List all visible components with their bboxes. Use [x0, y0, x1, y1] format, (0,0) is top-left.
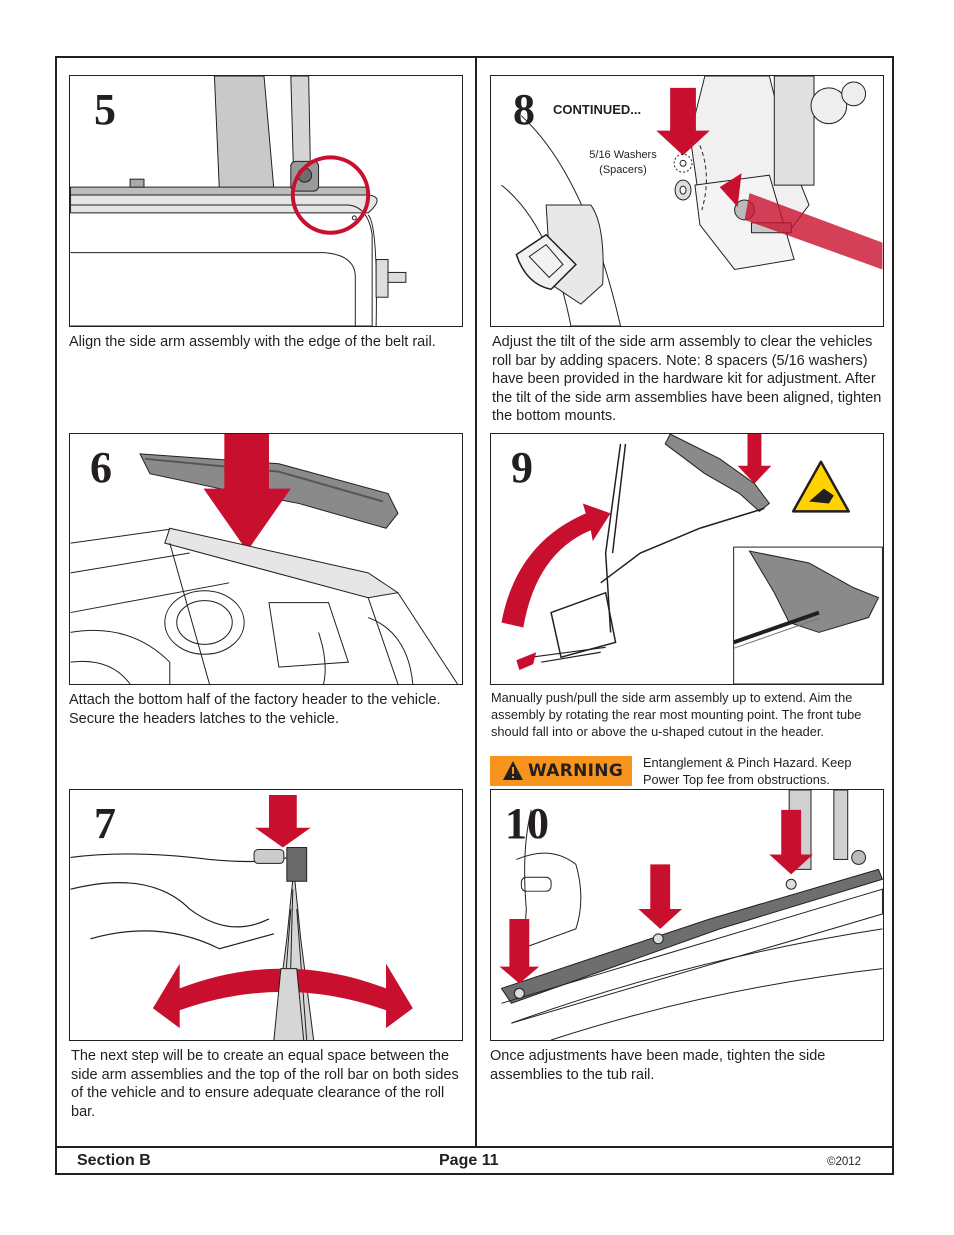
step-10-illustration: 10: [490, 789, 884, 1041]
warning-text: Entanglement & Pinch Hazard. Keep Power …: [643, 755, 852, 787]
footer-divider: [55, 1146, 894, 1148]
continued-label: CONTINUED...: [553, 102, 642, 117]
step-number: 5: [94, 85, 116, 134]
page-number: Page 11: [439, 1152, 499, 1169]
step-10-caption: Once adjustments have been made, tighten…: [490, 1048, 826, 1083]
step-number: 10: [505, 799, 549, 848]
step-7-illustration: 7: [69, 789, 463, 1041]
column-divider: [475, 56, 477, 1148]
step-7-caption: The next step will be to create an equal…: [71, 1048, 459, 1120]
step-number: 7: [94, 799, 116, 848]
step-number: 9: [511, 443, 533, 492]
copyright: ©2012: [827, 1156, 862, 1168]
roll-bar-clearance-drawing: [70, 794, 413, 1040]
page-frame: [55, 56, 894, 1175]
spacers-label: (Spacers): [599, 164, 647, 176]
header-install-drawing: [70, 434, 458, 684]
step-number: 6: [90, 443, 112, 492]
step-9-illustration: 9: [490, 433, 884, 685]
belt-rail-drawing: [70, 76, 407, 326]
step-6-illustration: 6: [69, 433, 463, 685]
spacer-washers-drawing: [501, 76, 883, 326]
step-8-illustration: 8 CONTINUED... 5/16 Washers (Spacers): [490, 75, 884, 327]
side-arm-extend-drawing: [501, 434, 883, 684]
step-5-illustration: 5: [69, 75, 463, 327]
step-9-caption: Manually push/pull the side arm assembly…: [491, 690, 862, 739]
tub-rail-tighten-drawing: [499, 790, 883, 1040]
warning-label: WARNING: [528, 761, 624, 781]
step-5-caption: Align the side arm assembly with the edg…: [69, 334, 436, 350]
step-8-caption: Adjust the tilt of the side arm assembly…: [492, 334, 882, 424]
step-number: 8: [513, 85, 535, 134]
step-6-caption: Attach the bottom half of the factory he…: [69, 692, 441, 727]
warning-triangle-icon: [503, 761, 523, 780]
washers-label: 5/16 Washers: [589, 149, 657, 161]
section-label: Section B: [77, 1152, 151, 1169]
warning-badge: WARNING: [490, 756, 632, 786]
